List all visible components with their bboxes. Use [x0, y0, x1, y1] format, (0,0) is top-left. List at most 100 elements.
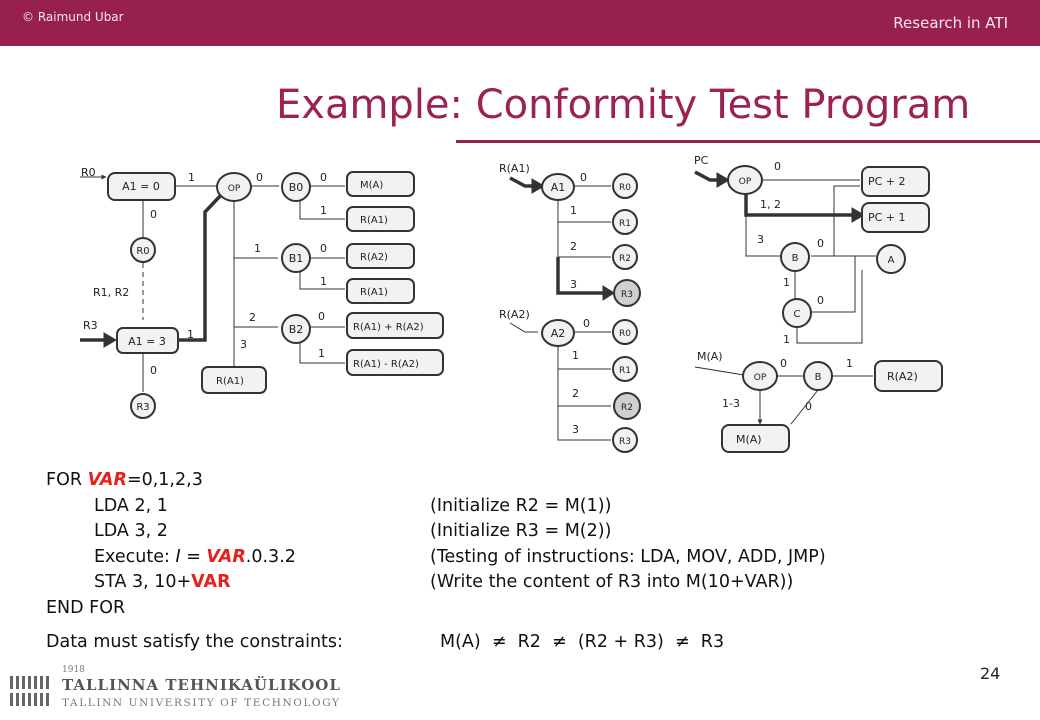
label-diff: R(A1) - R(A2) [353, 359, 419, 370]
label-m-a-r: M(A) [736, 433, 762, 446]
label-ma-r: M(A) [697, 350, 723, 363]
code-text: Execute: I = VAR.0.3.2 [94, 545, 296, 571]
label-r0-m: R0 [619, 183, 631, 193]
label-a1-eq-3: A1 = 3 [128, 335, 166, 348]
edge-b2-0: 0 [805, 400, 812, 413]
constraint-line: Data must satisfy the constraints:M(A) ≠… [46, 632, 724, 652]
label-b2-r: B [815, 372, 822, 383]
code-comment: (Testing of instructions: LDA, MOV, ADD,… [430, 546, 826, 567]
label-r-a1-b: R(A1) [360, 287, 388, 298]
edge-op-3: 3 [757, 233, 764, 246]
node-r-a1 [346, 206, 415, 232]
edge-a1-1: 1 [570, 204, 577, 217]
edge-a2-0: 0 [583, 317, 590, 330]
program-code: FOR VAR=0,1,2,3 LDA 2, 1(Initialize R2 =… [46, 468, 826, 621]
node-b2 [281, 314, 311, 344]
label-r1-m2: R1 [619, 366, 631, 376]
label-sum: R(A1) + R(A2) [353, 322, 424, 333]
code-line-lda-3: LDA 3, 2(Initialize R3 = M(2)) [46, 519, 611, 545]
edge-a1-3: 3 [570, 278, 577, 291]
code-text: Execute: [94, 546, 176, 567]
edge-label-b2-1: 1 [318, 347, 325, 360]
label-op: OP [228, 184, 241, 194]
label-r0-top: R0 [81, 166, 96, 179]
edge-label-op-3: 3 [240, 338, 247, 351]
code-text: = [180, 546, 207, 567]
page-number: 24 [980, 664, 1001, 683]
var-keyword: VAR [191, 572, 231, 592]
node-r1-m [612, 209, 638, 235]
label-pc: PC [694, 154, 709, 167]
label-b1: B1 [289, 252, 304, 265]
code-comment: (Initialize R2 = M(1)) [430, 495, 612, 516]
copyright-text: © Raimund Ubar [22, 10, 124, 24]
label-op-r: OP [739, 177, 752, 187]
node-r3 [130, 393, 156, 419]
label-b0: B0 [289, 181, 304, 194]
edge-op2-0: 0 [780, 357, 787, 370]
slide-title: Example: Conformity Test Program [276, 82, 971, 128]
edge-b-1: 1 [783, 276, 790, 289]
middle-diagram-text: R(A1) A1 0 1 2 3 R0 R1 R2 R3 R(A2) A2 0 … [499, 162, 633, 447]
edge-b-0: 0 [817, 237, 824, 250]
label-r1-m: R1 [619, 219, 631, 229]
node-a1 [541, 173, 575, 201]
label-r2-m2: R2 [621, 403, 633, 413]
label-a1: A1 [551, 181, 566, 194]
edge-op-0: 0 [774, 160, 781, 173]
course-title: Research in ATI [893, 14, 1008, 32]
node-m-a [346, 171, 415, 197]
edge-label-op-0: 0 [256, 171, 263, 184]
edge-label-op-1: 1 [254, 242, 261, 255]
code-var-i: I [175, 546, 181, 567]
edge-c-0: 0 [817, 294, 824, 307]
label-a1-eq-0: A1 = 0 [122, 180, 160, 193]
node-diff [346, 349, 444, 376]
node-a2 [541, 319, 575, 347]
university-emblem-icon [10, 676, 50, 706]
code-line-lda-2: LDA 2, 1(Initialize R2 = M(1)) [46, 494, 611, 520]
label-r3-m2: R3 [619, 437, 631, 447]
node-r2-m [612, 244, 638, 270]
edge-label-b0-0: 0 [320, 171, 327, 184]
edge-b2-1: 1 [846, 357, 853, 370]
label-pc-plus-1: PC + 1 [868, 211, 906, 224]
edge-a1-0: 0 [580, 171, 587, 184]
var-keyword: VAR [87, 470, 127, 490]
label-r1-r2: R1, R2 [93, 286, 129, 299]
edge-a2-2: 2 [572, 387, 579, 400]
node-r-a2 [346, 243, 415, 269]
middle-diagram-nodes [541, 173, 641, 453]
code-line-sta: STA 3, 10+VAR (Write the content of R3 in… [46, 570, 793, 596]
label-b2: B2 [289, 323, 304, 336]
node-b1 [281, 243, 311, 273]
edge-label-1-low: 1 [187, 328, 194, 341]
code-line-execute: Execute: I = VAR.0.3.2 (Testing of instru… [46, 545, 826, 571]
code-text: STA 3, 10+ [94, 572, 192, 592]
edge-a2-3: 3 [572, 423, 579, 436]
node-op2-r [742, 361, 778, 391]
node-op [216, 172, 252, 202]
node-r3-m [613, 279, 641, 307]
right-diagram [694, 170, 876, 425]
node-op-r [727, 165, 763, 195]
left-diagram-nodes [107, 171, 444, 419]
node-pc-plus-2 [861, 166, 930, 197]
var-keyword: VAR [206, 546, 246, 567]
code-line-end-for: END FOR [46, 597, 126, 618]
code-comment: (Write the content of R3 into M(10+VAR)) [430, 572, 794, 592]
node-r1-m2 [612, 356, 638, 382]
label-r3-top: R3 [83, 319, 98, 332]
node-b2-r [803, 361, 833, 391]
node-r0-m2 [612, 319, 638, 345]
code-text: =0,1,2,3 [126, 470, 203, 490]
node-b-r [780, 242, 810, 272]
code-text: .0.3.2 [245, 546, 296, 567]
node-r0-m [612, 173, 638, 199]
label-ra1: R(A1) [499, 162, 530, 175]
right-diagram-nodes [721, 165, 943, 453]
label-r-a1-op3: R(A1) [216, 376, 244, 387]
edge-label-0-a: 0 [150, 208, 157, 221]
left-diagram-text: R0 A1 = 0 1 0 R0 R1, R2 R3 A1 = 3 1 0 R3… [81, 166, 424, 413]
node-r2-m2 [613, 392, 641, 420]
